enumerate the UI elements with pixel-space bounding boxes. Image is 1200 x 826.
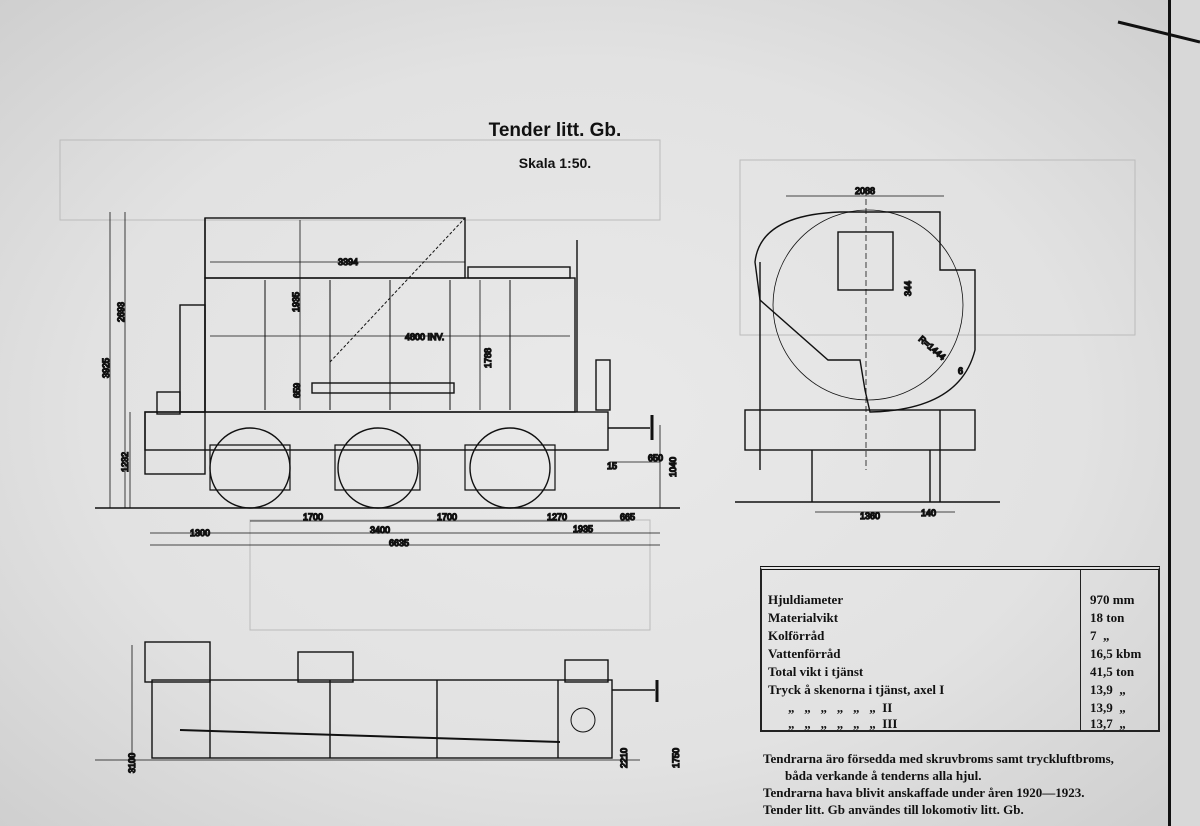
dim-15: 15	[607, 461, 617, 471]
note-line: Tendrarna äro försedda med skruvbroms sa…	[763, 751, 1114, 766]
sheet-edge	[1168, 0, 1200, 826]
dim-1700-b: 1700	[437, 512, 457, 522]
dim-6: 6	[958, 366, 963, 376]
spec-row: Tryck å skenorna i tjänst, axel I 13,9 „	[768, 682, 1154, 700]
ghost-bleedthrough	[59, 139, 1136, 631]
dim-6635: 6635	[389, 538, 409, 548]
spec-value: 16,5 kbm	[1090, 646, 1142, 661]
spec-row: Kolförråd 7 „	[768, 628, 1154, 646]
dim-3100: 3100	[127, 753, 137, 773]
wheel-1	[209, 427, 291, 509]
spec-row: Materialvikt 18 ton	[768, 610, 1154, 628]
spec-label: „ „ „ „ „ „ II	[788, 700, 893, 715]
dim-665: 665	[620, 512, 635, 522]
spec-value: 13,7 „	[1090, 716, 1126, 731]
tank-section	[754, 211, 976, 413]
note-line: Tendrarna hava blivit anskaffade under å…	[763, 785, 1085, 800]
dim-3394: 3394	[338, 257, 358, 267]
dim-659: 659	[292, 383, 302, 398]
dim-2693: 2693	[116, 302, 126, 322]
spec-label: Vattenförråd	[768, 646, 841, 661]
drawing-sheet	[0, 0, 1168, 826]
dim-1788: 1788	[483, 348, 493, 368]
side-view: 3394 1935 4800 INV. 1788 659 2693 3925 1…	[95, 212, 680, 549]
spec-value: 7 „	[1090, 628, 1110, 643]
spec-value: 41,5 ton	[1090, 664, 1135, 679]
spec-label: Materialvikt	[768, 610, 839, 625]
dim-3400: 3400	[370, 525, 390, 535]
dim-344: 344	[903, 281, 913, 296]
dim-1935: 1935	[573, 524, 593, 534]
drawing-scale: Skala 1:50.	[518, 155, 592, 171]
dim-650: 650	[648, 453, 663, 463]
spec-value: 13,9 „	[1090, 700, 1126, 715]
spec-value: 18 ton	[1090, 610, 1125, 625]
note-line: Tender litt. Gb användes till lokomotiv …	[763, 802, 1024, 817]
plan-view: 3100 2210 1750	[95, 641, 682, 774]
dim-1750: 1750	[671, 748, 681, 768]
end-view: 2088 344 R=1444 6 1360 140	[735, 185, 1000, 522]
dim-1232: 1232	[120, 452, 130, 472]
wheel-3	[469, 427, 551, 509]
spec-value: 13,9 „	[1090, 682, 1126, 697]
dim-1270: 1270	[547, 512, 567, 522]
corner-mark	[1117, 20, 1200, 44]
dim-1040: 1040	[668, 457, 678, 477]
spec-row: Hjuldiameter 970 mm	[768, 592, 1154, 610]
dim-2088: 2088	[855, 186, 875, 196]
dim-1935-vertical: 1935	[291, 292, 301, 312]
coal-bunker	[204, 217, 466, 279]
dim-2210: 2210	[619, 748, 629, 768]
frame	[144, 411, 609, 451]
spec-row: Total vikt i tjänst 41,5 ton	[768, 664, 1154, 682]
column-divider	[1080, 570, 1081, 730]
note-line: båda verkande å tenderns alla hjul.	[785, 768, 982, 783]
spec-label: Tryck å skenorna i tjänst, axel I	[768, 682, 945, 697]
wheel-2	[337, 427, 419, 509]
spec-label: Total vikt i tjänst	[768, 664, 864, 679]
spec-row: Vattenförråd 16,5 kbm	[768, 646, 1154, 664]
spec-row: „ „ „ „ „ „ III 13,7 „	[768, 716, 1154, 734]
notes: Tendrarna äro försedda med skruvbroms sa…	[763, 750, 1114, 818]
dim-1360: 1360	[860, 511, 880, 521]
spec-row: „ „ „ „ „ „ II 13,9 „	[768, 700, 1154, 718]
dim-1700-a: 1700	[303, 512, 323, 522]
spec-table: Hjuldiameter 970 mm Materialvikt 18 ton Ko…	[760, 566, 1160, 732]
dim-140: 140	[921, 508, 936, 518]
dim-1300: 1300	[190, 528, 210, 538]
dim-3925: 3925	[101, 358, 111, 378]
spec-label: „ „ „ „ „ „ III	[788, 716, 898, 731]
dim-4800: 4800 INV.	[405, 332, 444, 342]
spec-label: Kolförråd	[768, 628, 825, 643]
spec-value: 970 mm	[1090, 592, 1135, 607]
dim-radius: R=1444	[917, 334, 948, 362]
spec-label: Hjuldiameter	[768, 592, 844, 607]
drawing-title: Tender litt. Gb.	[488, 120, 622, 141]
